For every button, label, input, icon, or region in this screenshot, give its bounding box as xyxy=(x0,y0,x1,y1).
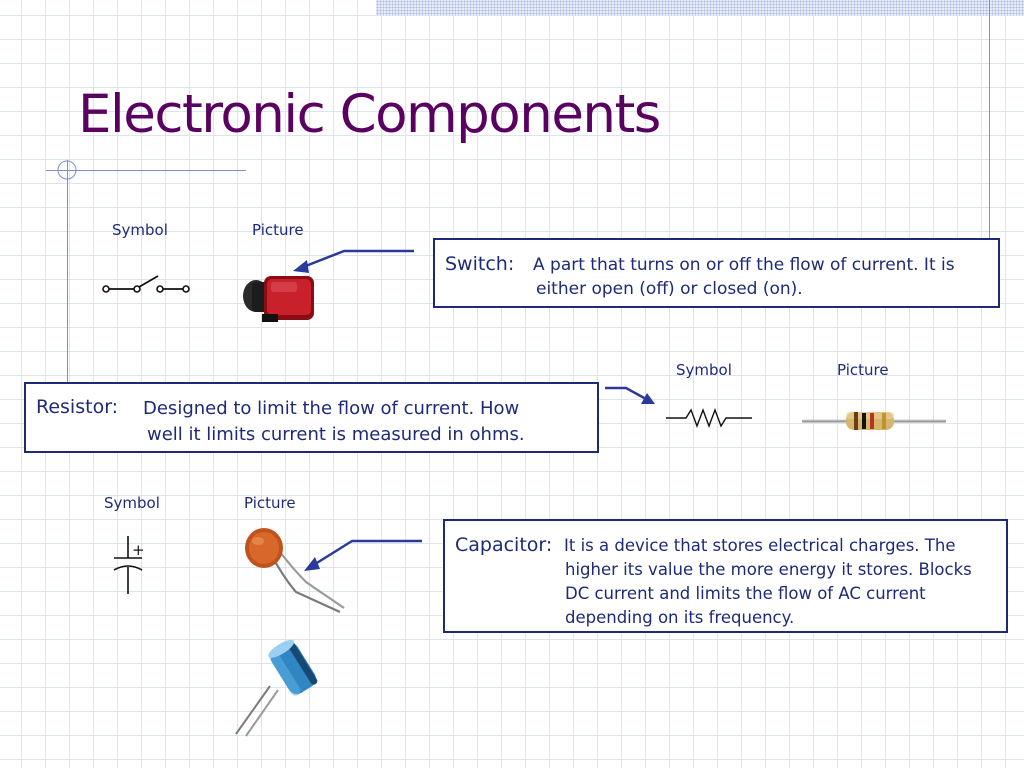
switch-symbol-label: Symbol xyxy=(112,221,168,239)
capacitor-term: Capacitor: xyxy=(455,534,553,556)
capacitor-polarity-mark: + xyxy=(132,541,145,559)
capacitor-symbol-icon: + xyxy=(113,536,145,594)
capacitor-picture-label: Picture xyxy=(244,494,296,512)
switch-symbol-icon xyxy=(102,275,190,293)
resistor-picture-label: Picture xyxy=(837,361,889,379)
resistor-symbol-icon xyxy=(666,408,752,428)
resistor-definition-box: Resistor: Designed to limit the flow of … xyxy=(24,382,599,453)
capacitor-definition-line-3: DC current and limits the flow of AC cur… xyxy=(565,584,926,603)
ceramic-capacitor-picture xyxy=(245,528,345,614)
decoration-line-vertical-left xyxy=(67,160,68,390)
switch-picture xyxy=(243,276,314,322)
capacitor-definition-line-1: It is a device that stores electrical ch… xyxy=(564,536,956,555)
switch-picture-label: Picture xyxy=(252,221,304,239)
decoration-line-vertical-right xyxy=(989,0,990,240)
resistor-picture xyxy=(802,412,946,430)
electrolytic-capacitor-picture xyxy=(235,639,318,737)
resistor-term: Resistor: xyxy=(36,396,119,418)
capacitor-symbol-label: Symbol xyxy=(104,494,160,512)
switch-definition-box: Switch: A part that turns on or off the … xyxy=(433,238,1000,308)
switch-term: Switch: xyxy=(445,253,515,275)
capacitor-definition-line-4: depending on its frequency. xyxy=(565,608,795,627)
header-decoration-band xyxy=(376,0,1024,16)
slide-title: Electronic Components xyxy=(78,84,661,145)
crosshair-circle-icon xyxy=(57,160,77,180)
decoration-line-horizontal xyxy=(46,170,246,171)
resistor-definition-line-2: well it limits current is measured in oh… xyxy=(147,424,525,445)
capacitor-definition-box: Capacitor: It is a device that stores el… xyxy=(443,519,1008,633)
switch-definition-line-1: A part that turns on or off the flow of … xyxy=(533,255,955,275)
switch-definition-line-2: either open (off) or closed (on). xyxy=(536,279,803,299)
resistor-symbol-label: Symbol xyxy=(676,361,732,379)
capacitor-definition-line-2: higher its value the more energy it stor… xyxy=(565,560,972,579)
resistor-definition-line-1: Designed to limit the flow of current. H… xyxy=(143,398,520,419)
